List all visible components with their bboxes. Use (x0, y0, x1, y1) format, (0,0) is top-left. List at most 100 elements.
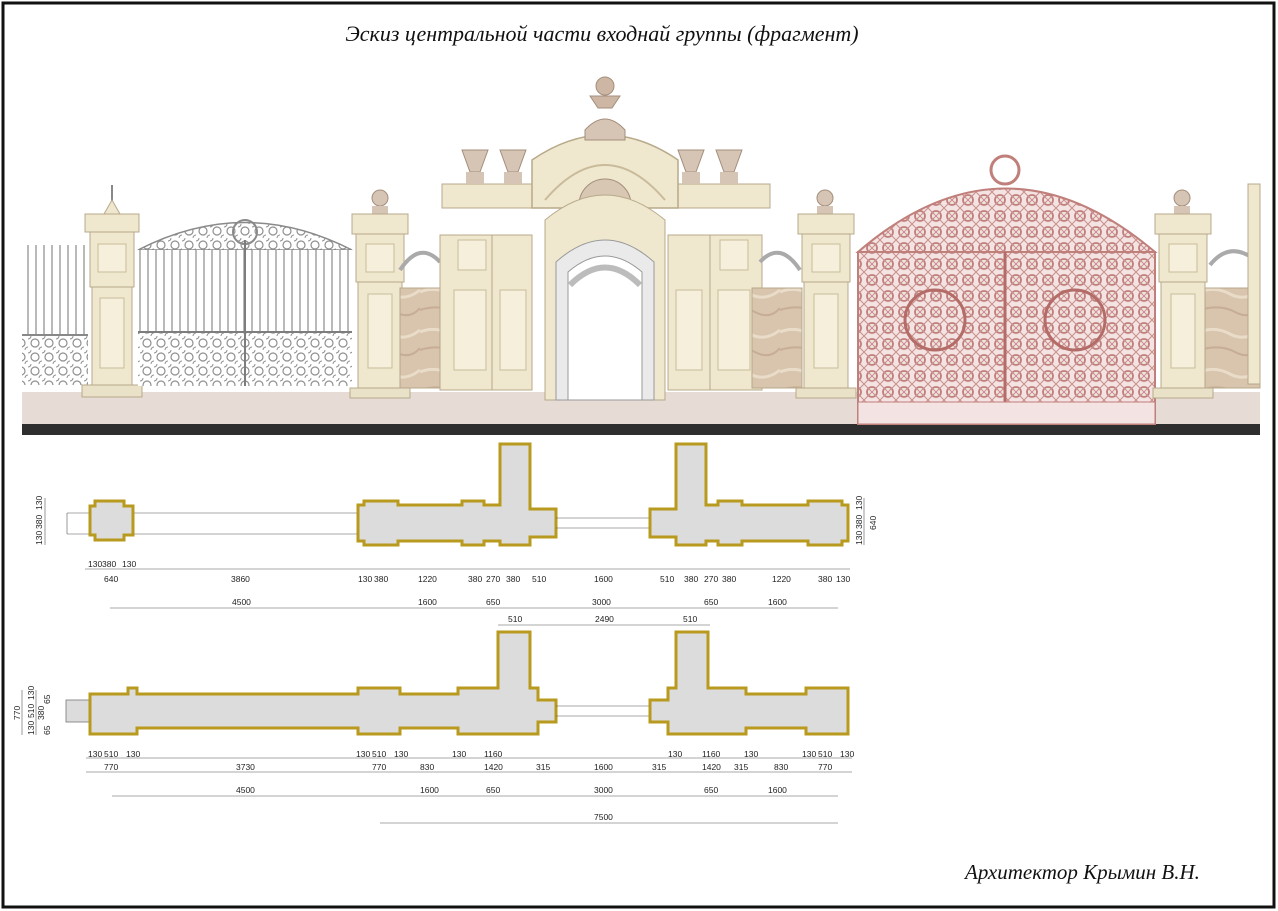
plan-upper-right-vertical-dims: 130 380 130 640 (854, 496, 878, 545)
svg-text:2490: 2490 (595, 614, 614, 624)
svg-text:315: 315 (734, 762, 748, 772)
svg-text:130: 130 (88, 749, 102, 759)
svg-text:130: 130 (394, 749, 408, 759)
svg-text:130: 130 (34, 531, 44, 545)
svg-text:380: 380 (854, 515, 864, 529)
svg-text:130: 130 (122, 559, 136, 569)
svg-text:1600: 1600 (594, 762, 613, 772)
svg-text:130: 130 (452, 749, 466, 759)
red-wrought-gate (855, 154, 1158, 425)
ground-line (22, 424, 1260, 435)
svg-text:130: 130 (836, 574, 850, 584)
plan-lower-top-dims: 510 2490 510 (498, 614, 710, 626)
svg-text:65: 65 (42, 694, 52, 704)
svg-text:830: 830 (420, 762, 434, 772)
svg-text:380: 380 (36, 706, 46, 720)
svg-text:380: 380 (506, 574, 520, 584)
svg-text:770: 770 (818, 762, 832, 772)
svg-text:1600: 1600 (418, 597, 437, 607)
plan-lower-left-vertical-dims: 770 130 510 130 380 65 65 (12, 686, 52, 735)
svg-text:3000: 3000 (594, 785, 613, 795)
svg-text:130: 130 (356, 749, 370, 759)
central-arch (441, 76, 771, 401)
svg-text:7500: 7500 (594, 812, 613, 822)
svg-text:65: 65 (42, 725, 52, 735)
left-pavilion (349, 189, 533, 399)
svg-text:3860: 3860 (231, 574, 250, 584)
sheet-title: Эскиз центральной части входнай группы (… (345, 21, 858, 46)
svg-text:1160: 1160 (484, 749, 503, 759)
svg-text:830: 830 (774, 762, 788, 772)
svg-text:130: 130 (358, 574, 372, 584)
svg-text:130: 130 (802, 749, 816, 759)
left-pillar (81, 185, 143, 398)
svg-text:3730: 3730 (236, 762, 255, 772)
svg-text:640: 640 (868, 516, 878, 530)
plan-lower-dim-row1: 130 510 130 3730 130 510 130 130 1160 13… (86, 749, 854, 772)
svg-text:130: 130 (840, 749, 854, 759)
svg-text:1160: 1160 (702, 749, 721, 759)
svg-text:510: 510 (532, 574, 546, 584)
svg-text:650: 650 (486, 597, 500, 607)
plan-upper-left-pavilion (356, 442, 558, 547)
svg-text:130: 130 (854, 531, 864, 545)
svg-text:130: 130 (88, 559, 102, 569)
svg-text:650: 650 (486, 785, 500, 795)
svg-text:315: 315 (536, 762, 550, 772)
svg-text:510: 510 (818, 749, 832, 759)
svg-text:270: 270 (486, 574, 500, 584)
svg-text:4500: 4500 (232, 597, 251, 607)
plan-lower-dim-row3: 4500 1600 650 3000 650 1600 (112, 785, 838, 797)
facade-elevation (22, 76, 1261, 435)
svg-text:270: 270 (704, 574, 718, 584)
svg-text:380: 380 (818, 574, 832, 584)
right-pavilion (667, 189, 857, 399)
svg-text:130: 130 (744, 749, 758, 759)
svg-text:510: 510 (372, 749, 386, 759)
svg-text:1600: 1600 (768, 785, 787, 795)
svg-text:1600: 1600 (594, 574, 613, 584)
left-fence-section (22, 245, 88, 385)
svg-text:1600: 1600 (420, 785, 439, 795)
svg-text:130: 130 (854, 496, 864, 510)
svg-text:770: 770 (12, 706, 22, 720)
svg-text:4500: 4500 (236, 785, 255, 795)
gray-wrought-gate (137, 219, 353, 386)
plan-lower-left-wall (88, 630, 558, 736)
plan-upper-right-pavilion (648, 442, 850, 547)
right-edge-pillar (1152, 183, 1261, 399)
plan-lower-dim-row2: 770 770 830 1420 315 1600 315 1420 315 8… (86, 762, 852, 773)
svg-text:770: 770 (104, 762, 118, 772)
svg-text:1220: 1220 (772, 574, 791, 584)
svg-text:380: 380 (722, 574, 736, 584)
svg-text:650: 650 (704, 785, 718, 795)
plan-upper-dim-row1: 130 380 130 3860 130 380 1220 380 270 38… (85, 559, 850, 584)
svg-text:130: 130 (26, 686, 36, 700)
plan-upper-dim-row2: 4500 1600 650 3000 650 1600 (110, 597, 838, 609)
svg-text:510: 510 (26, 704, 36, 718)
svg-text:130: 130 (26, 721, 36, 735)
svg-text:1420: 1420 (702, 762, 721, 772)
author-caption: Архитектор Крымин В.Н. (963, 860, 1200, 884)
svg-text:380: 380 (34, 515, 44, 529)
arch-urns (461, 149, 743, 184)
svg-text:130: 130 (668, 749, 682, 759)
svg-text:130: 130 (34, 496, 44, 510)
plan-lower-dim-row4: 7500 (380, 812, 838, 824)
plan-lower: 510 2490 510 770 130 510 130 380 65 65 1… (12, 614, 854, 824)
svg-text:650: 650 (704, 597, 718, 607)
svg-text:510: 510 (104, 749, 118, 759)
svg-text:510: 510 (683, 614, 697, 624)
svg-text:380: 380 (684, 574, 698, 584)
svg-text:315: 315 (652, 762, 666, 772)
svg-text:130: 130 (126, 749, 140, 759)
plan-upper: 130 380 130 130 380 130 640 130 380 130 … (34, 442, 878, 609)
svg-text:1600: 1600 (768, 597, 787, 607)
svg-text:380: 380 (374, 574, 388, 584)
svg-text:1220: 1220 (418, 574, 437, 584)
svg-text:510: 510 (660, 574, 674, 584)
svg-text:640: 640 (104, 574, 118, 584)
plan-upper-post-left (88, 499, 135, 542)
